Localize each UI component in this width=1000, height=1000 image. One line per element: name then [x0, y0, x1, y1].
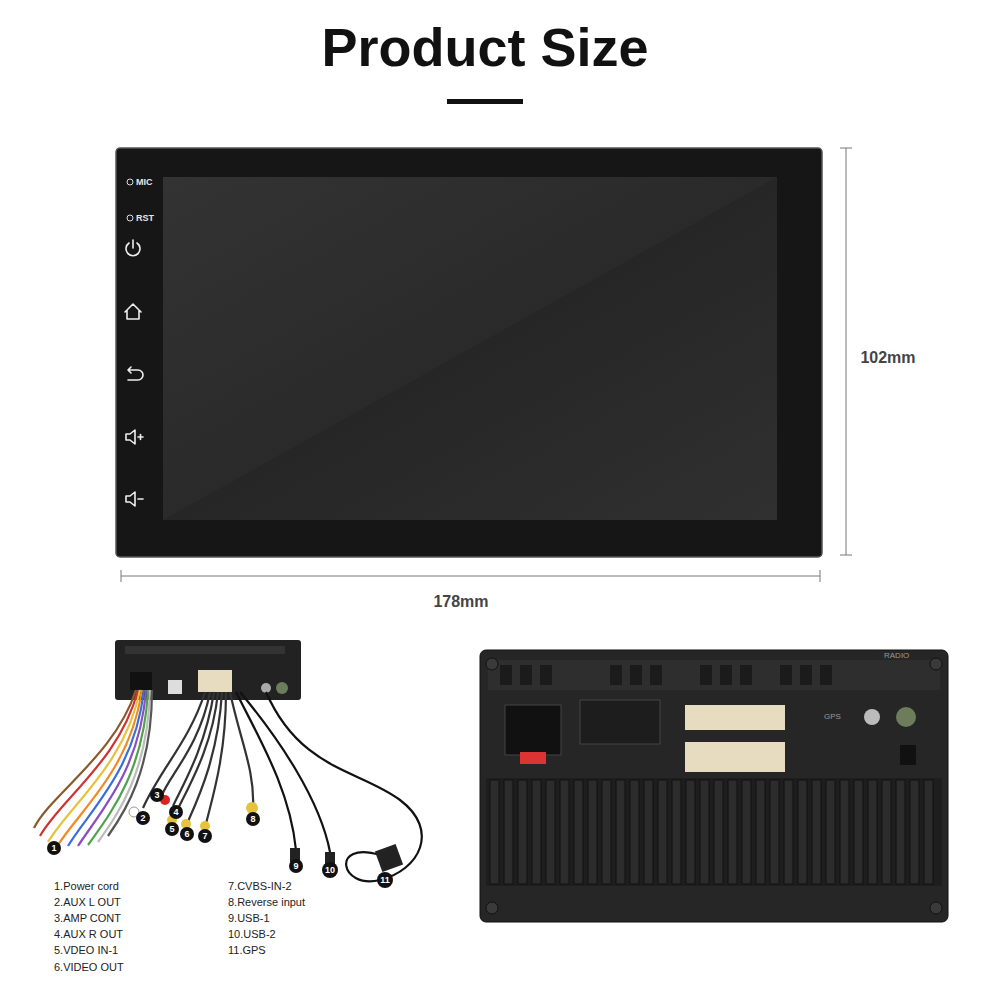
button-label: MIC — [136, 178, 153, 187]
title-underline — [447, 99, 523, 104]
callout-number: 10 — [325, 866, 335, 875]
head-unit-back — [480, 650, 948, 922]
legend-entry: 9.USB-1 — [228, 913, 270, 924]
callout-number: 2 — [140, 814, 145, 823]
callout-number: 1 — [51, 844, 56, 853]
callout-number: 4 — [173, 808, 178, 817]
legend-entry: 3.AMP CONT — [54, 913, 121, 924]
callout-number: 7 — [202, 832, 207, 841]
callout-number: 5 — [169, 825, 174, 834]
legend-entry: 7.CVBS-IN-2 — [228, 881, 292, 892]
dimension-label: 102mm — [860, 350, 915, 366]
callout-number: 8 — [250, 815, 255, 824]
dimension-lines — [121, 148, 852, 582]
legend-entry: 2.AUX L OUT — [54, 897, 121, 908]
button-label: RST — [136, 214, 154, 223]
head-unit-front — [116, 148, 822, 557]
legend-entry: 4.AUX R OUT — [54, 929, 123, 940]
port-label: GPS — [824, 713, 841, 721]
callout-number: 6 — [184, 830, 189, 839]
legend-entry: 6.VIDEO OUT — [54, 962, 124, 973]
page-title: Product Size — [321, 20, 648, 74]
callout-number: 11 — [380, 876, 390, 885]
legend-entry: 1.Power cord — [54, 881, 119, 892]
dimension-label: 178mm — [433, 594, 488, 610]
legend-entry: 10.USB-2 — [228, 929, 276, 940]
legend-entry: 5.VDEO IN-1 — [54, 945, 118, 956]
callout-number: 3 — [154, 791, 159, 800]
wiring-harness — [34, 640, 422, 888]
legend-entry: 8.Reverse input — [228, 897, 305, 908]
port-label: RADIO — [884, 652, 909, 660]
callout-number: 9 — [293, 862, 298, 871]
legend-entry: 11.GPS — [228, 945, 266, 956]
